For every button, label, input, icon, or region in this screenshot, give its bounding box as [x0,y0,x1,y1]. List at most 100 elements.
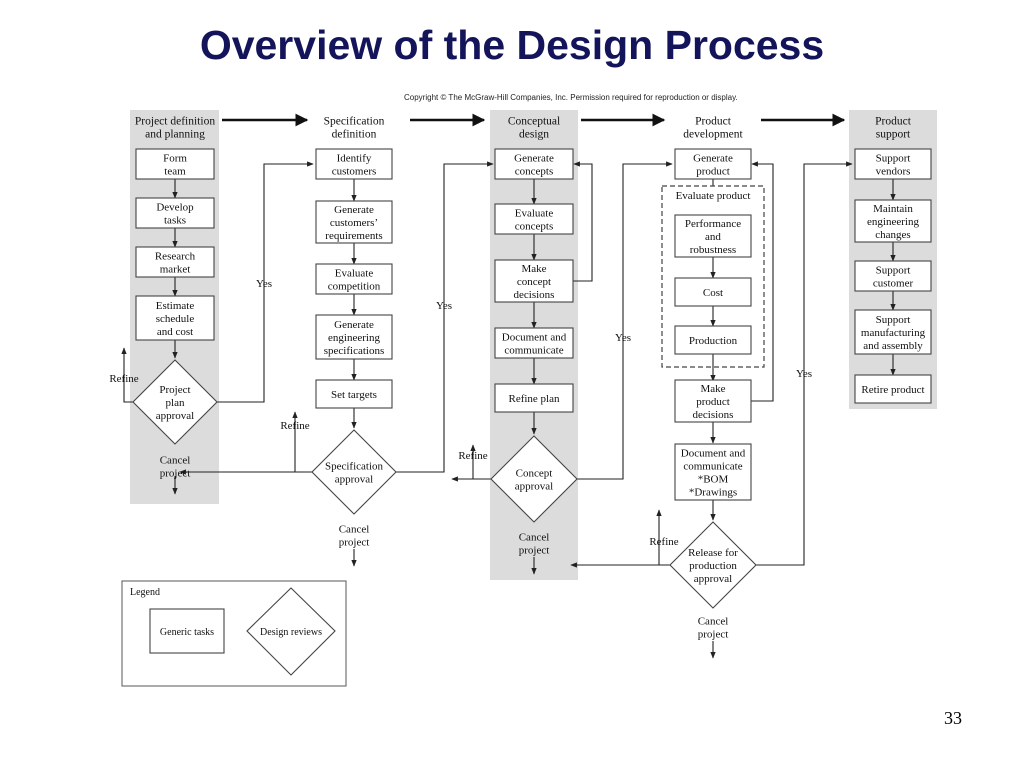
task-retire-product-shape [854,374,932,404]
legend-title: Legend [130,587,160,598]
release-for-production-approval-diamond-shape [669,521,757,609]
task-generate-engineering-specifications-shape [315,314,393,360]
task-performance-and-robustness-shape [674,214,752,258]
task-set-targets: Set targets [315,379,393,409]
task-estimate-schedule-and-cost-shape [135,295,215,341]
iterate-loop-concept [573,161,593,282]
evaluate-product-group [661,185,765,368]
refine-label-spec: Refine [280,420,309,432]
task-support-vendors-shape [854,148,932,180]
yes-arrow-spec [396,161,494,473]
yes-arrow-concept [577,161,673,480]
task-generate-product-shape [674,148,752,180]
task-research-market-shape [135,246,215,278]
task-make-product-decisions-shape [674,379,752,423]
task-set-targets-text: Set targets [331,389,377,401]
concept-approval-diamond-shape [490,435,578,523]
refine-label-concept: Refine [458,450,487,462]
task-retire-product: Retire product [854,374,932,404]
refine-label-product: Refine [649,536,678,548]
iterate-loop-product [751,161,774,402]
task-refine-plan-shape [494,383,574,413]
task-maintain-engineering-changes-shape [854,199,932,243]
slide-title: Overview of the Design Process [199,22,825,68]
yes-label-spec: Yes [436,300,452,312]
task-cost-text: Cost [703,287,723,299]
task-document-and-communicate-bom-drawings-shape [674,443,752,501]
task-identify-customers-shape [315,148,393,180]
task-generate-customers-requirements-shape [315,200,393,244]
legend-review-shape [246,587,336,676]
legend-task-shape [149,608,225,654]
task-refine-plan-text: Refine plan [508,393,560,405]
legend-generic-tasks-label: Generic tasks [160,627,214,638]
refine-loop-planning [121,347,133,403]
task-generate-concepts-shape [494,148,574,180]
task-support-manufacturing-and-assembly-shape [854,309,932,355]
yes-arrow-planning [217,161,314,403]
task-evaluate-competition-shape [315,263,393,295]
task-evaluate-concepts-shape [494,203,574,235]
yes-label-planning: Yes [256,278,272,290]
task-refine-plan: Refine plan [494,383,574,413]
task-form-team-shape [135,148,215,180]
task-make-concept-decisions-shape [494,259,574,303]
task-cost-shape [674,277,752,307]
yes-label-product: Yes [796,368,812,380]
task-support-customer-shape [854,260,932,292]
legend-design-reviews-label: Design reviews [260,627,322,638]
page-number: 33 [944,708,962,728]
task-production: Production [674,325,752,355]
evaluate-product-label: Evaluate product [676,190,751,202]
